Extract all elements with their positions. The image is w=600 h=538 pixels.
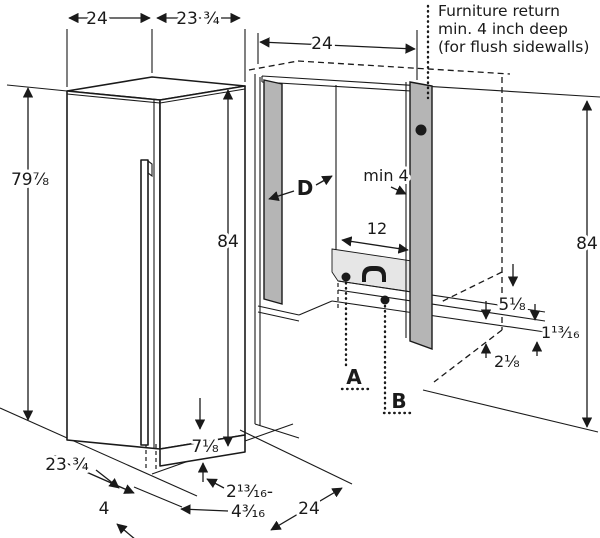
dim-line-depth-bottom [49, 455, 135, 494]
base-rail-lines [331, 280, 546, 333]
dashed-sidewall-outline [433, 77, 503, 383]
dim-niche-depth: 24 [298, 499, 320, 519]
appliance-drawing: 24 23 ³⁄₄ 79⁷⁄₈ 84 7¹⁄₈ 23 ³⁄₄ 4 2¹³⁄₁₆-… [0, 6, 294, 538]
left-side-panel [263, 79, 283, 305]
dim-utility-width: 12 [367, 219, 387, 238]
dim-appliance-width: 24 [86, 9, 108, 29]
return-depth-arrow [390, 185, 407, 195]
water-connection-icon [362, 266, 386, 282]
toekick-dashed-lines [145, 443, 157, 470]
extension-lines-top [6, 29, 246, 92]
dim-niche-width: 24 [311, 34, 333, 54]
left-wall-lines [254, 74, 300, 439]
dashed-top-outline [248, 60, 511, 75]
dim-niche-height-right: 84 [576, 234, 598, 254]
panel-d-arrow-right [315, 175, 333, 186]
note-line-1: Furniture return [438, 2, 560, 20]
dim-line-niche-width [259, 37, 416, 54]
dim-niche-height-left: 84 [217, 232, 239, 252]
point-a-leader [340, 281, 372, 391]
appliance-side-panel [159, 85, 246, 450]
dim-toekick-min: 2¹³⁄₁₆- [226, 482, 273, 502]
extension-lines-niche-top [257, 30, 418, 80]
dim-appliance-depth: 23 ³⁄₄ [176, 9, 220, 29]
point-b-dot [380, 295, 390, 305]
dim-appliance-height: 79⁷⁄₈ [11, 170, 49, 190]
dim-utility-height: 5¹⁄₈ [498, 295, 525, 315]
label-point-b: B [391, 389, 406, 413]
extension-line-bottom [133, 486, 183, 508]
point-a-dot [341, 272, 351, 282]
dim-return-depth: min 4 [363, 166, 408, 185]
panel-bottom-step [257, 300, 333, 322]
dim-front-clearance: 4 [99, 499, 110, 519]
niche-floor-front-edge [239, 429, 353, 485]
dim-line-utility-width [341, 236, 409, 254]
point-b-leader [382, 304, 412, 415]
dim-depth-bottom: 23 ³⁄₄ [45, 455, 89, 475]
note-line-2: min. 4 inch deep [438, 20, 568, 38]
niche-drawing: A B 24 Furniture return min. 4 inch deep… [239, 2, 600, 531]
note-line-3: (for flush sidewalls) [438, 38, 589, 56]
dim-arrow-toekick-1 [206, 478, 225, 489]
panel-mount-dot [415, 124, 427, 136]
dim-arrow-clearance-2 [116, 523, 135, 538]
dim-rear-gap: 2¹⁄₈ [494, 352, 520, 371]
dim-arrow-clearance-1 [95, 469, 120, 489]
door-handle [140, 159, 149, 446]
dim-base-height: 7¹⁄₈ [191, 437, 218, 457]
dim-line-niche-depth [270, 487, 343, 531]
panel-d-arrow-left [268, 190, 295, 202]
door-handle-cap [147, 159, 153, 178]
floor-line-left [0, 407, 198, 497]
niche-floor-right-edge [422, 389, 599, 433]
right-side-panel [409, 81, 433, 350]
dim-outlet-offset: 1¹³⁄₁₆ [541, 323, 580, 342]
dim-toekick-max: 4³⁄₁₆ [231, 502, 265, 522]
label-panel-d: D [297, 176, 314, 200]
label-point-a: A [346, 365, 362, 389]
dim-arrow-toekick-2 [180, 504, 229, 515]
